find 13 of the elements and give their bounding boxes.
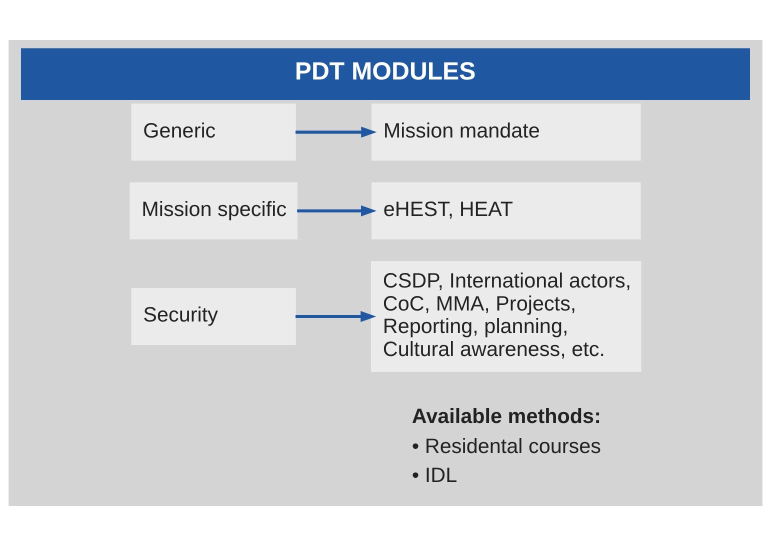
- node-box: CSDP, International actors, CoC, MMA, Projects, Reporting, planning, Cultural awareness, etc.: [371, 260, 642, 372]
- node-box: Generic: [131, 103, 296, 160]
- diagram-title: PDT MODULES: [294, 58, 476, 86]
- label: Available methods:: [412, 404, 601, 428]
- node-box: Mission mandate: [372, 103, 641, 160]
- node-box: Security: [131, 288, 296, 344]
- label: • IDL: [412, 464, 458, 487]
- arrow: [297, 204, 377, 216]
- node-box: Mission specific: [130, 182, 298, 239]
- label: • Residental courses: [412, 434, 601, 458]
- arrow: [296, 126, 377, 138]
- node-box: eHEST, HEAT: [372, 182, 641, 239]
- arrow: [296, 310, 376, 322]
